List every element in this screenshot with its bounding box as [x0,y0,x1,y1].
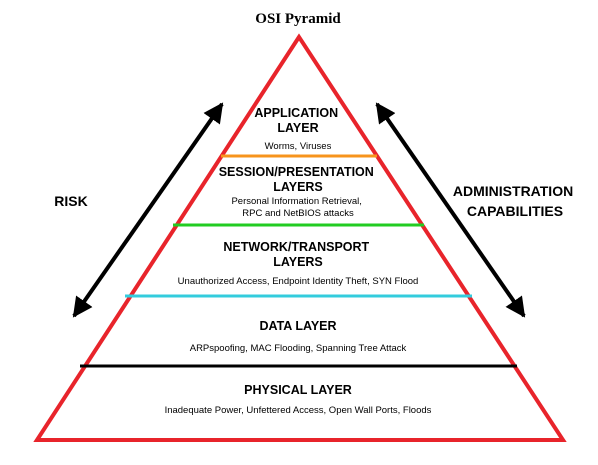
network-transport-layer-name: NETWORK/TRANSPORT LAYERS [223,240,372,269]
session-layer-name-line: LAYERS [273,180,323,194]
network-layer-name-line: NETWORK/TRANSPORT [223,240,369,254]
session-presentation-layer-name: SESSION/PRESENTATION LAYERS [219,165,378,194]
session-presentation-layer-threats: Personal Information Retrieval, RPC and … [231,196,364,219]
administration-capabilities-label: ADMINISTRATION CAPABILITIES [453,183,577,219]
data-layer-threats: ARPspoofing, MAC Flooding, Spanning Tree… [190,343,407,354]
network-layer-threat-line: Unauthorized Access, Endpoint Identity T… [178,276,419,287]
physical-layer-name: PHYSICAL LAYER [244,383,352,397]
administration-label-line: ADMINISTRATION [453,183,573,199]
data-layer-name-line: DATA LAYER [259,319,336,333]
risk-label: RISK [54,193,87,209]
session-layer-threat-line: Personal Information Retrieval, [231,196,361,207]
administration-arrow [375,102,526,318]
application-layer-threat-line: Worms, Viruses [265,141,332,152]
session-layer-threat-line: RPC and NetBIOS attacks [242,208,354,219]
application-layer-name-line: APPLICATION [254,106,338,120]
application-layer-threats: Worms, Viruses [265,141,332,152]
risk-label-line: RISK [54,193,87,209]
capabilities-label-line: CAPABILITIES [467,203,563,219]
pyramid-outline [33,33,567,442]
diagram-title: OSI Pyramid [255,11,341,27]
data-layer-name: DATA LAYER [259,319,336,333]
risk-arrow [72,102,224,318]
physical-layer-threat-line: Inadequate Power, Unfettered Access, Ope… [165,405,432,416]
session-layer-name-line: SESSION/PRESENTATION [219,165,374,179]
physical-layer-name-line: PHYSICAL LAYER [244,383,352,397]
network-layer-name-line: LAYERS [273,255,323,269]
physical-layer-threats: Inadequate Power, Unfettered Access, Ope… [165,405,432,416]
network-transport-layer-threats: Unauthorized Access, Endpoint Identity T… [178,276,419,287]
application-layer-name: APPLICATION LAYER [254,106,341,135]
application-layer-name-line: LAYER [277,121,318,135]
data-layer-threat-line: ARPspoofing, MAC Flooding, Spanning Tree… [190,343,407,354]
